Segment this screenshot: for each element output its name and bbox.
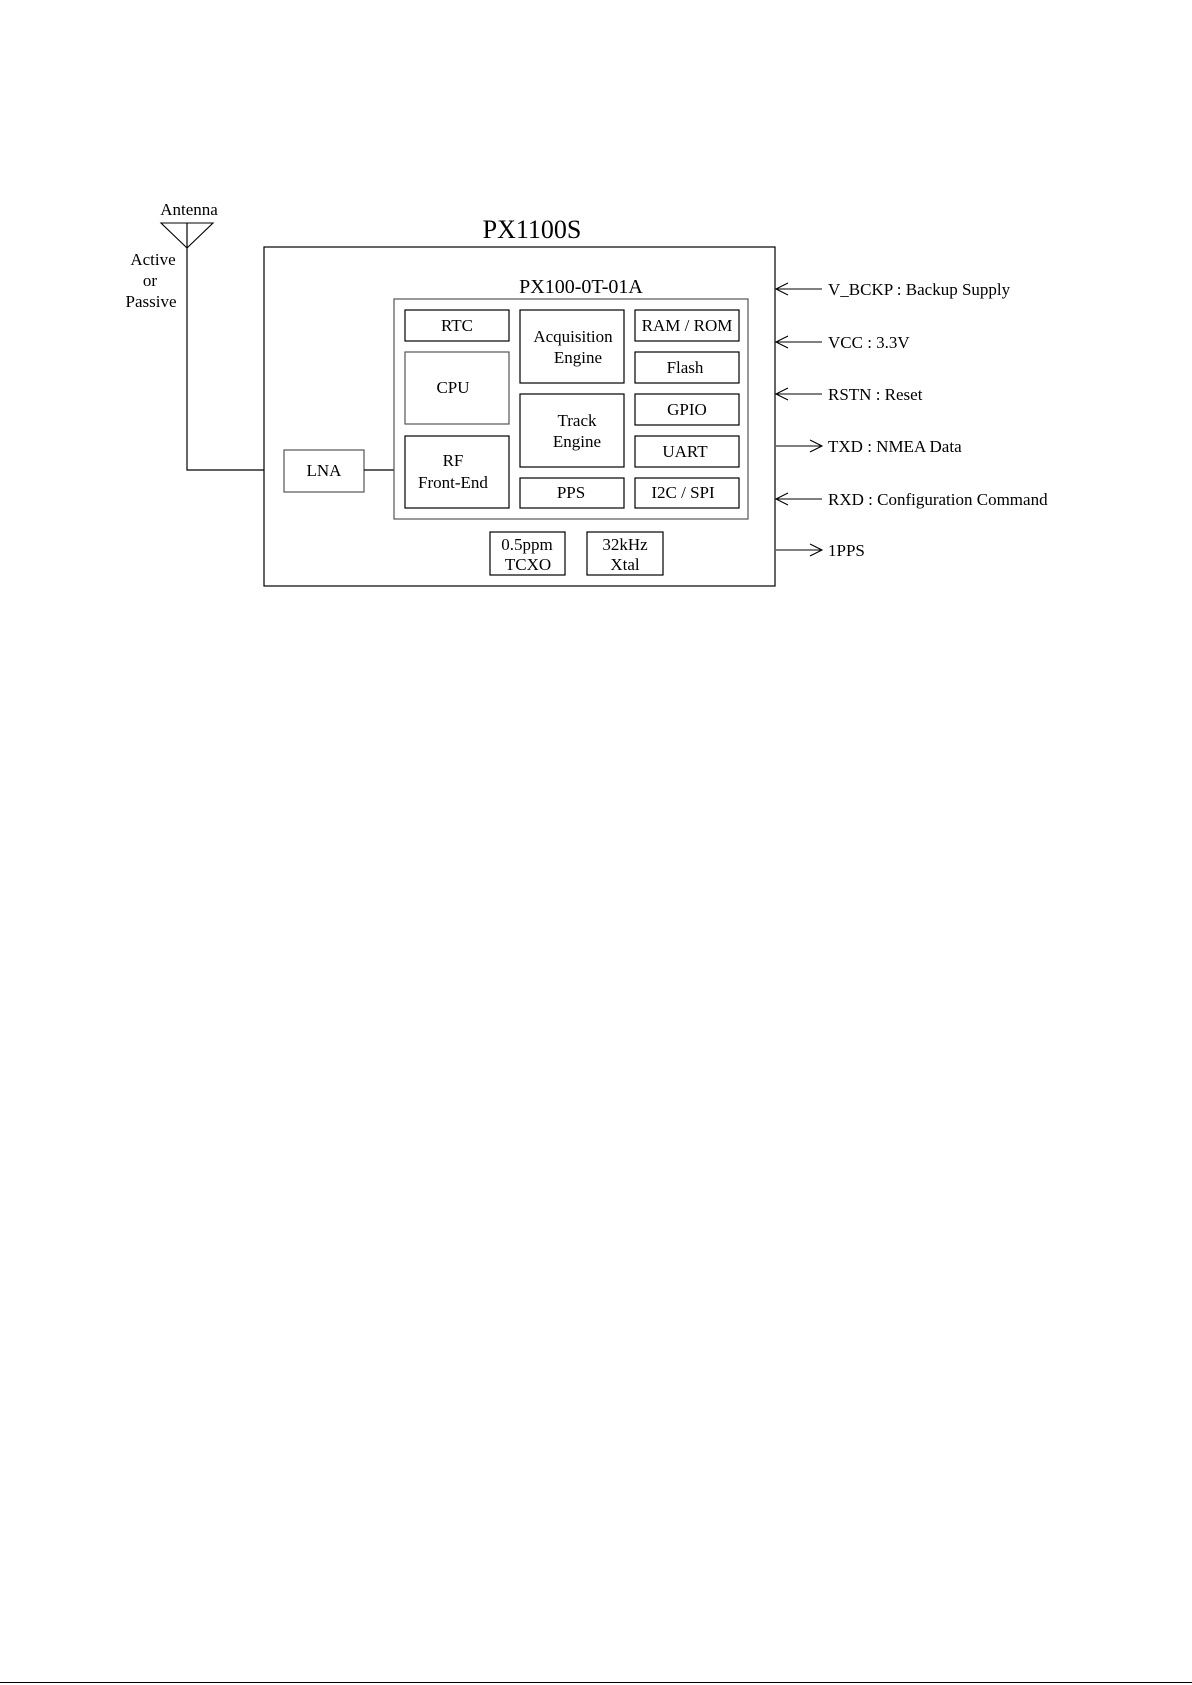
signal-list: V_BCKP : Backup Supply VCC : 3.3V RSTN :… xyxy=(776,280,1048,560)
module-title: PX1100S xyxy=(483,215,582,244)
chip-title: PX100-0T-01A xyxy=(519,276,643,298)
rtc-label: RTC xyxy=(441,316,473,335)
acquisition-engine-block xyxy=(520,310,624,383)
signal-vcc-label: VCC : 3.3V xyxy=(828,333,910,352)
antenna-label: Antenna xyxy=(160,200,218,219)
ram-rom-label: RAM / ROM xyxy=(642,316,733,335)
antenna-type-line-3: Passive xyxy=(126,292,177,311)
antenna: Antenna Active or Passive xyxy=(126,200,219,311)
cpu-label: CPU xyxy=(436,378,469,397)
tcxo-label-line-1: 0.5ppm xyxy=(501,535,552,554)
rf-label-line-1: RF xyxy=(443,451,464,470)
rf-front-end-block xyxy=(405,436,509,508)
antenna-type-line-1: Active xyxy=(130,250,175,269)
rf-label-line-2: Front-End xyxy=(418,473,488,492)
signal-rxd-label: RXD : Configuration Command xyxy=(828,490,1048,509)
xtal-label-line-1: 32kHz xyxy=(602,535,648,554)
track-label-line-2: Engine xyxy=(553,432,601,451)
tcxo-label-line-2: TCXO xyxy=(505,555,551,574)
uart-label: UART xyxy=(662,442,708,461)
signal-rstn-label: RSTN : Reset xyxy=(828,385,923,404)
signal-1pps-label: 1PPS xyxy=(828,541,865,560)
acquisition-label-line-1: Acquisition xyxy=(533,327,613,346)
gpio-label: GPIO xyxy=(667,400,707,419)
track-label-line-1: Track xyxy=(557,411,597,430)
i2c-spi-label: I2C / SPI xyxy=(651,483,715,502)
acquisition-label-line-2: Engine xyxy=(554,348,602,367)
signal-vbckp-label: V_BCKP : Backup Supply xyxy=(828,280,1011,299)
antenna-type-line-2: or xyxy=(143,271,158,290)
track-engine-block xyxy=(520,394,624,467)
xtal-label-line-2: Xtal xyxy=(610,555,640,574)
lna-label: LNA xyxy=(307,461,343,480)
pps-label: PPS xyxy=(557,483,585,502)
signal-txd-label: TXD : NMEA Data xyxy=(828,437,962,456)
page-footer-rule xyxy=(0,1682,1192,1683)
flash-label: Flash xyxy=(667,358,704,377)
